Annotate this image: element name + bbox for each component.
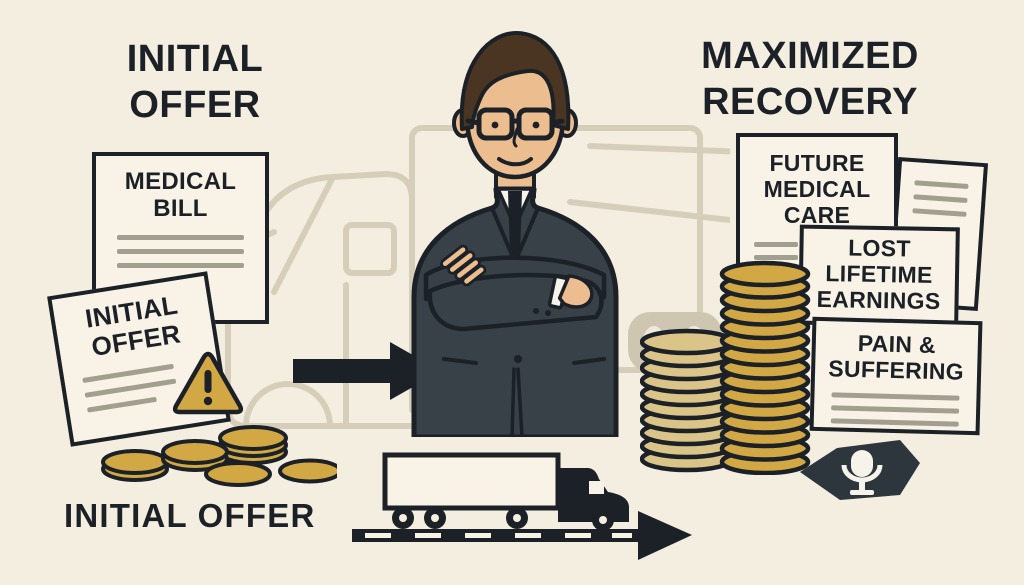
heading-line: RECOVERY: [702, 81, 918, 124]
text-lines: [814, 391, 977, 427]
truck-icon: [352, 452, 692, 560]
glasses-icon: [465, 107, 565, 141]
document-title: FUTURE MEDICAL CARE: [740, 150, 894, 228]
heading-line: INITIAL: [126, 38, 264, 80]
truck-wheels: [392, 507, 614, 531]
document-title: MEDICAL BILL: [96, 168, 265, 223]
document-title-line: FUTURE: [769, 150, 865, 176]
document-pain-suffering: PAIN & SUFFERING: [809, 316, 983, 436]
document-lost-lifetime-earnings: LOST LIFETIME EARNINGS: [798, 224, 960, 328]
text-lines: [96, 234, 265, 268]
document-title-line: LOST: [848, 234, 911, 262]
coins-icon: [101, 425, 337, 487]
document-title-line: SUFFERING: [828, 354, 965, 385]
warning-triangle-icon: [172, 351, 244, 415]
document-title-line: MEDICAL: [763, 175, 871, 202]
document-title-line: LIFETIME: [825, 259, 933, 288]
document-title-line: BILL: [153, 194, 208, 222]
document-title: PAIN & SUFFERING: [815, 330, 978, 386]
document-title-line: EARNINGS: [816, 285, 941, 314]
road-arrow-icon: [352, 511, 692, 560]
coin-stacks-icon: [640, 260, 811, 475]
heading-line: MAXIMIZED: [701, 35, 919, 77]
microphone-badge-icon: [800, 440, 920, 500]
heading-initial-offer: INITIAL OFFER: [55, 36, 335, 129]
lawyer-illustration: [411, 31, 619, 437]
heading-line: OFFER: [129, 84, 261, 127]
caption-initial-offer: INITIAL OFFER: [64, 497, 316, 534]
microphone-icon: [841, 450, 883, 495]
document-title-line: CARE: [783, 201, 851, 228]
document-title: LOST LIFETIME EARNINGS: [802, 234, 955, 315]
document-title-line: MEDICAL: [124, 168, 237, 195]
text-lines: [912, 180, 982, 218]
arrow-right-icon: [293, 342, 441, 400]
heading-maximized-recovery: MAXIMIZED RECOVERY: [655, 33, 965, 126]
